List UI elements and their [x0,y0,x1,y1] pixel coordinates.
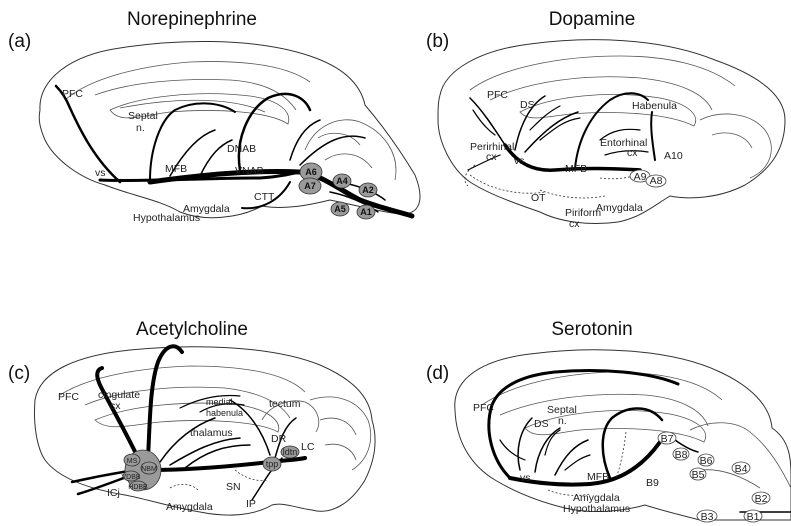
pathway [56,86,120,182]
nucleus-label: B4 [735,463,748,475]
region-label: Amygdala [166,501,213,513]
nucleus-label: HDBB [128,484,148,491]
panel-serotonin: (d) Serotonin B7 B8 B6 B4 B5 B9 B2 B3 B1… [426,319,791,523]
pathway [651,112,655,160]
cerebellum-outline [700,114,771,178]
pathway-label: CTT [254,191,275,203]
nucleus-label: MS [127,458,138,465]
nucleus-label: B1 [747,511,760,523]
region-label: n. [558,415,567,427]
nucleus-label: A4 [336,176,348,186]
region-label: MFB [165,163,187,175]
nucleus-label: A10 [664,150,683,162]
pathway-label: VNAB [235,165,264,177]
pathway [150,458,305,470]
region-label: vs [514,155,525,167]
nucleus-label: B9 [646,477,659,489]
region-label: n. [136,122,145,134]
region-label: Habenula [632,100,677,112]
region-label: cx [486,151,497,163]
region-label: DS [520,99,535,111]
panel-title: Serotonin [551,319,632,340]
region-label: thalamus [190,427,233,439]
region-label: vs [95,167,106,179]
panel-acetylcholine: (c) Acetylcholine MS NBM VDBB HDBB ldtn … [8,319,375,515]
pathway [97,368,140,462]
nucleus-label: ldtn [283,447,298,457]
panel-dopamine: (b) Dopamine A9 A8 A10 PFC DS Habenula P… [426,9,785,230]
region-label: Septal [128,110,158,122]
region-label: Hypothalamus [563,503,630,515]
pathway-terminal-field [170,470,268,490]
panel-letter: (c) [8,363,30,384]
region-label: DR [271,433,287,445]
region-label: PFC [487,89,508,101]
region-label: Hypothalamus [133,212,200,224]
nucleus-label: B6 [700,455,713,467]
nucleus-label: VDBB [121,474,140,481]
nucleus-label: NBM [141,466,157,473]
region-label: PFC [62,88,83,100]
panel-norepinephrine: (a) Norepinephrine A6 A7 A4 A2 A5 A1 PFC… [8,9,420,224]
nucleus-label: B3 [701,511,714,523]
nucleus-label: B8 [675,449,688,461]
nucleus-label: B2 [755,493,768,505]
panel-title: Acetylcholine [136,319,248,340]
panel-title: Dopamine [549,9,636,30]
region-label: OT [531,192,546,204]
panel-letter: (a) [8,31,31,52]
pathway [150,103,235,180]
nucleus-label: A8 [650,175,663,187]
region-label: DS [534,418,549,430]
nucleus-label: A9 [634,171,647,183]
region-label: cx [110,400,121,412]
nucleus-label: tpp [266,459,279,469]
region-label: PFC [473,402,494,414]
region-label: vs [520,472,531,484]
region-label: cx [627,147,638,159]
pathway [160,418,250,468]
nucleus-label: B7 [661,433,674,445]
cortex-inner-outline [470,56,735,110]
nucleus-label: A1 [360,207,372,217]
pathway-label: DNAB [227,143,256,155]
brain-outline [455,350,791,520]
region-label: PFC [58,391,79,403]
region-label: MFB [565,163,587,175]
panel-letter: (d) [426,363,449,384]
region-label: MFB [587,471,609,483]
cerebellum-outline [310,397,371,470]
region-label: Entorhinal [600,137,647,149]
region-label: ICj [107,487,120,499]
region-label: IP [246,498,256,510]
region-label: LC [301,441,315,453]
nucleus-label: B5 [692,469,705,481]
region-label: habenula [206,408,243,418]
region-label: tectum [269,398,301,410]
pathway [489,371,678,479]
nucleus-label: A5 [334,204,346,214]
panel-title: Norepinephrine [127,9,257,30]
nucleus-label: A2 [362,185,374,195]
pathway [500,430,590,470]
region-label: cx [569,218,580,230]
panel-letter: (b) [426,31,449,52]
region-label: medial [206,397,233,407]
region-label: Amygdala [596,202,643,214]
pathway [510,442,660,485]
region-label: SN [226,481,241,493]
nucleus-label: A7 [304,181,316,191]
pathway [239,94,310,170]
nucleus-label: A6 [305,167,317,177]
